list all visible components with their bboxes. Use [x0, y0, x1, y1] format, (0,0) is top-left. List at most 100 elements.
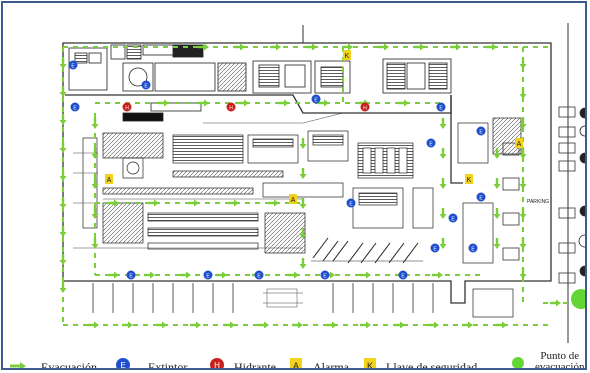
evacuation-arrow: [439, 178, 447, 189]
svg-text:E: E: [206, 274, 210, 280]
svg-text:E: E: [471, 247, 475, 253]
evacuation-arrow: [88, 321, 99, 329]
parking-label: PARKING: [527, 199, 549, 205]
evacuation-arrow: [432, 271, 443, 279]
svg-text:E: E: [144, 84, 148, 90]
legend-evacuation-point-label: Punto de evacuación: [535, 350, 585, 370]
production-equipment-center: [82, 117, 522, 318]
extinguisher-marker: E: [426, 138, 436, 148]
evacuation-arrow: [398, 99, 409, 107]
evacuation-arrow: [108, 199, 119, 207]
extinguisher-marker: E: [141, 80, 151, 90]
extinguisher-marker: E: [203, 270, 213, 280]
legend-extinguisher-label: Extintor: [148, 360, 188, 370]
svg-text:E: E: [257, 274, 261, 280]
evacuation-point-icon: [512, 357, 524, 368]
evacuation-arrow: [306, 43, 317, 51]
evacuation-arrow: [292, 321, 303, 329]
extinguisher-marker: E: [320, 270, 330, 280]
svg-text:H: H: [363, 106, 367, 112]
extinguisher-icon: E: [116, 358, 130, 368]
alarm-marker: A: [515, 138, 523, 148]
svg-text:E: E: [73, 106, 77, 112]
evacuation-arrow: [493, 238, 501, 249]
extinguisher-marker: E: [430, 243, 440, 253]
evacuation-point-label-line2: evacuación: [535, 361, 585, 370]
hydrant-marker: H: [360, 102, 370, 112]
hydrant-marker: H: [226, 102, 236, 112]
extinguisher-marker: E: [70, 102, 80, 112]
extinguisher-marker: E: [68, 60, 78, 70]
extinguisher-marker: E: [436, 102, 446, 112]
evacuation-arrow: [486, 43, 497, 51]
evacuation-routes: [59, 43, 571, 329]
extinguisher-marker: E: [468, 243, 478, 253]
evacuation-arrow-icon: [10, 362, 26, 368]
evacuation-arrow: [318, 99, 329, 107]
evacuation-arrow: [439, 238, 447, 249]
evacuation-arrow: [326, 321, 337, 329]
evacuation-arrow: [91, 118, 99, 129]
legend-evacuation-label: Evacuación: [41, 360, 97, 370]
evacuation-arrow: [493, 208, 501, 219]
svg-text:E: E: [401, 274, 405, 280]
evacuation-arrow: [519, 268, 527, 279]
svg-text:E: E: [349, 202, 353, 208]
evacuation-arrow: [414, 43, 425, 51]
svg-text:E: E: [314, 98, 318, 104]
evacuation-arrow: [550, 299, 561, 307]
evacuation-arrow: [224, 321, 235, 329]
evacuation-arrow: [122, 321, 133, 329]
extinguisher-marker: E: [398, 270, 408, 280]
evacuation-arrow: [394, 321, 405, 329]
evacuation-arrow: [238, 99, 249, 107]
evacuation-arrow: [91, 208, 99, 219]
evacuation-point-label-line1: Punto de: [540, 350, 580, 362]
parking-area: PARKING: [502, 106, 585, 284]
svg-text:E: E: [429, 142, 433, 148]
evacuation-arrow: [493, 148, 501, 159]
evacuation-arrow: [59, 142, 67, 153]
legend: Evacuación E Extintor H Hidrante A Alarm…: [3, 343, 585, 370]
evacuation-arrow: [299, 258, 307, 269]
extinguisher-marker: E: [476, 126, 486, 136]
svg-text:K: K: [345, 53, 350, 60]
evacuation-arrow: [59, 114, 67, 125]
hydrant-icon: H: [210, 358, 224, 368]
legend-alarm-label: Alarma: [313, 360, 349, 370]
evacuation-arrow: [59, 170, 67, 181]
evacuation-arrow: [519, 238, 527, 249]
evacuation-arrow: [198, 43, 209, 51]
evacuation-arrow: [360, 271, 371, 279]
interior-details: [73, 112, 344, 308]
equipment-block-top-left: [68, 44, 452, 122]
evacuation-arrow: [299, 198, 307, 209]
evacuation-arrow: [493, 178, 501, 189]
evacuation-arrow: [91, 238, 99, 249]
legend-hydrant-label: Hidrante: [234, 360, 276, 370]
evacuation-arrow: [258, 321, 269, 329]
evacuation-arrow: [462, 321, 473, 329]
evacuation-arrow: [519, 148, 527, 159]
extinguisher-marker: E: [311, 94, 321, 104]
evacuation-arrow: [59, 226, 67, 237]
evacuation-arrow: [234, 43, 245, 51]
svg-text:E: E: [439, 106, 443, 112]
evacuation-arrow: [519, 118, 527, 129]
evacuation-arrow: [519, 208, 527, 219]
svg-text:K: K: [467, 177, 472, 184]
svg-text:H: H: [125, 106, 129, 112]
svg-text:A: A: [107, 177, 112, 184]
evacuation-arrow: [519, 88, 527, 99]
evacuation-arrow: [59, 86, 67, 97]
evacuation-arrow: [190, 321, 201, 329]
evacuation-arrow: [270, 43, 281, 51]
evacuation-arrow: [59, 198, 67, 209]
evacuation-arrow: [378, 43, 389, 51]
svg-text:E: E: [451, 217, 455, 223]
svg-text:K: K: [367, 361, 373, 370]
extinguisher-marker: E: [254, 270, 264, 280]
